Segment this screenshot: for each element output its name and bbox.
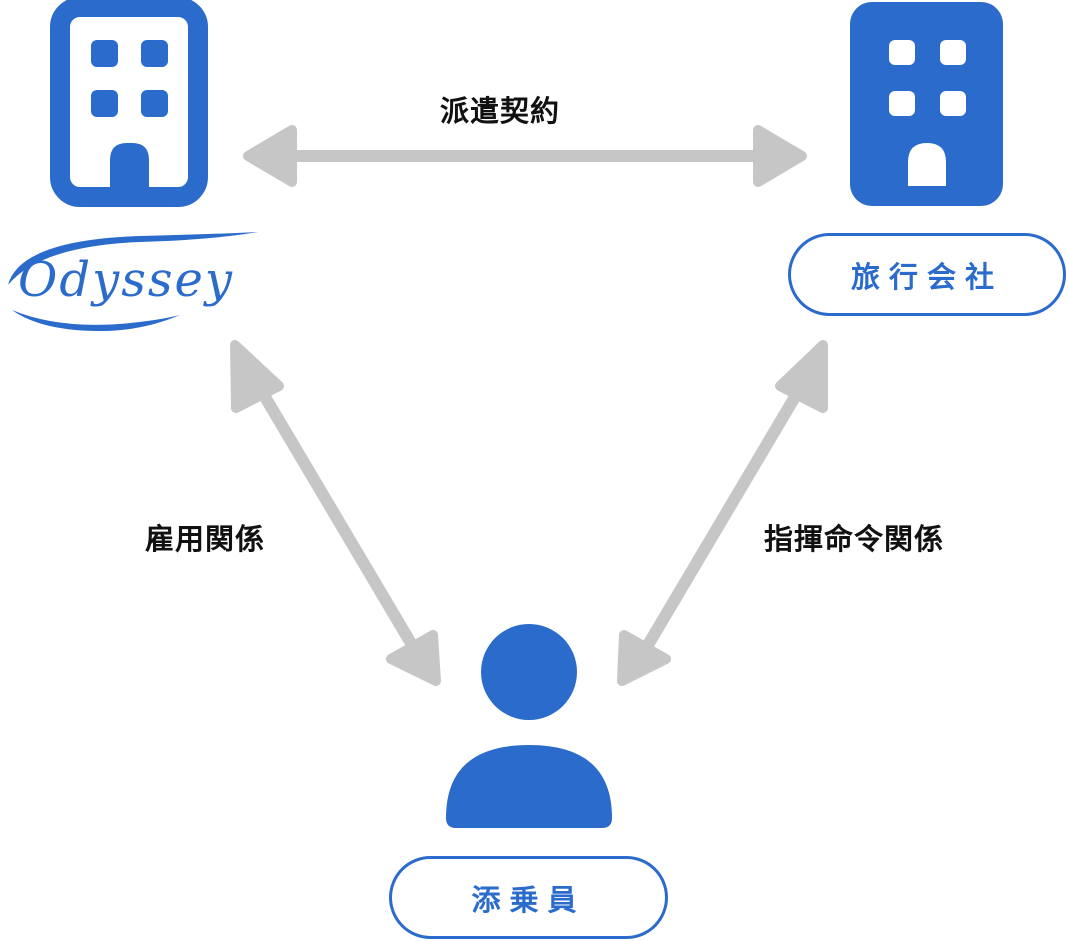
dispatch-contract-label: 派遣契約 bbox=[440, 94, 561, 128]
tour-conductor-badge: 添乗員 bbox=[389, 856, 668, 939]
odyssey-logo: Odyssey bbox=[18, 252, 234, 308]
employment-arrow bbox=[230, 340, 441, 686]
dispatch-contract-arrow bbox=[243, 125, 807, 187]
employment-label: 雇用関係 bbox=[145, 522, 266, 556]
building-filled-icon bbox=[850, 2, 1003, 206]
person-icon bbox=[446, 624, 612, 828]
odyssey-logo-swoosh bbox=[8, 232, 258, 332]
command-label: 指揮命令関係 bbox=[764, 522, 945, 556]
odyssey-logo-text: Odyssey bbox=[18, 252, 234, 308]
travel-company-label: 旅行会社 bbox=[850, 259, 1003, 294]
tour-conductor-label: 添乗員 bbox=[471, 882, 586, 917]
travel-company-badge: 旅行会社 bbox=[788, 233, 1066, 316]
command-arrow bbox=[617, 340, 828, 686]
building-outline-icon bbox=[50, 0, 208, 207]
